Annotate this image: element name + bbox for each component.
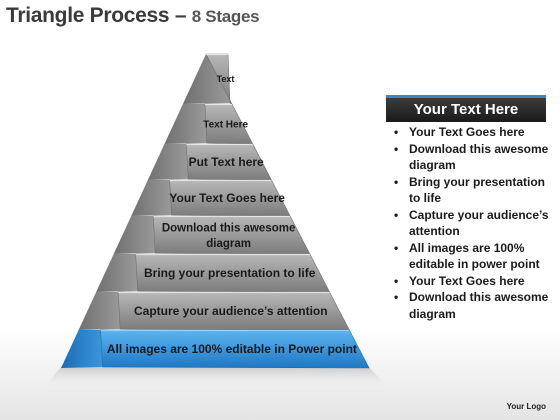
pyramid-tier-label: diagram	[206, 238, 251, 250]
title-sub: 8 Stages	[191, 7, 260, 26]
panel-header: Your Text Here	[386, 95, 546, 122]
bullet-item: Capture your audience’s attention	[392, 207, 552, 240]
pyramid-tier-side	[131, 180, 172, 216]
pyramid-tier-label: Put Text here	[189, 155, 264, 169]
bullet-item: Download this awesome diagram	[392, 141, 552, 174]
pyramid-tier-label: Text Here	[203, 120, 248, 131]
bullet-item: Your Text Goes here	[392, 273, 552, 290]
pyramid-tier-side	[61, 330, 103, 368]
pyramid-tier-label: Text	[217, 74, 235, 84]
pyramid-tier-side	[78, 292, 121, 330]
pyramid-tier-label: Your Text Goes here	[169, 191, 285, 205]
bullet-item: All images are 100% editable in power po…	[392, 240, 552, 273]
logo-text: Your Logo	[506, 402, 546, 411]
pyramid-tier-side	[113, 216, 156, 254]
bullet-item: Your Text Goes here	[392, 124, 552, 141]
pyramid-tier-label: Capture your audience’s attention	[134, 304, 328, 318]
pyramid-tier-label: All images are 100% editable in Power po…	[107, 342, 357, 356]
bullet-item: Bring your presentation to life	[392, 174, 552, 207]
pyramid-shadow	[40, 366, 392, 392]
pyramid-tier-side	[164, 104, 207, 144]
title-main: Triangle Process –	[6, 4, 192, 27]
bullet-item: Download this awesome diagram	[392, 289, 552, 322]
pyramid-tier-side	[96, 254, 138, 292]
pyramid-tier-label: Bring your presentation to life	[144, 266, 316, 280]
slide-title: Triangle Process – 8 Stages	[6, 4, 260, 28]
pyramid-tier-label: Download this awesome	[162, 222, 296, 234]
pyramid-tier-side	[147, 144, 189, 180]
